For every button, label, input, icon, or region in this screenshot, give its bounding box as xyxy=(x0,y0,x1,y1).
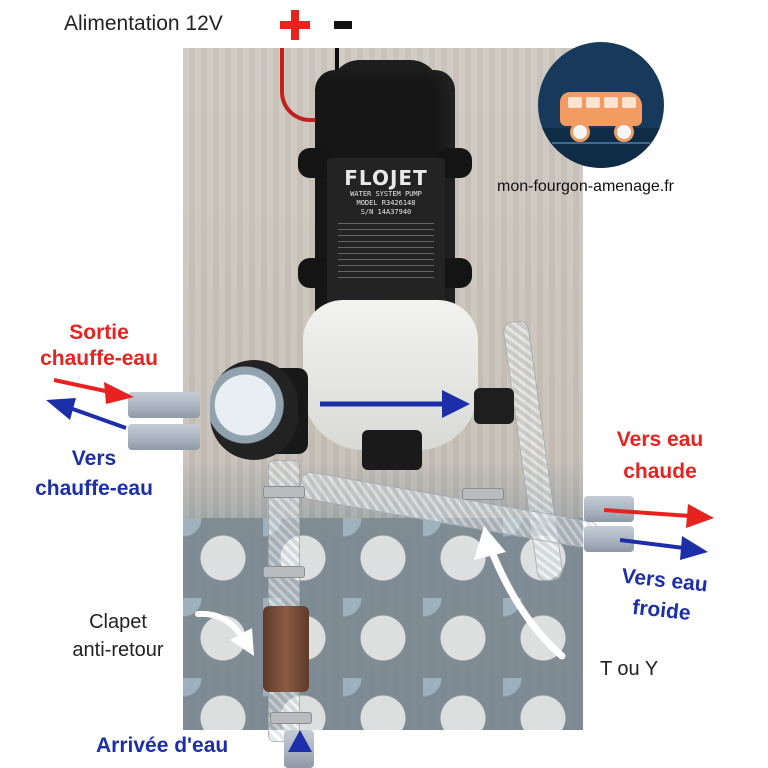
label-line: Vers xyxy=(71,447,117,470)
label-line: chauffe-eau xyxy=(35,477,153,500)
hose-inlet xyxy=(268,460,300,742)
pointer-tee xyxy=(474,526,566,660)
label-tee: T ou Y xyxy=(600,658,659,680)
label-line: anti-retour xyxy=(72,639,164,661)
arrow-pump-flow xyxy=(320,390,470,418)
van-window xyxy=(604,97,618,108)
pump-head xyxy=(303,300,478,450)
label-line: chaude xyxy=(623,460,697,483)
pump-base xyxy=(362,430,422,470)
pump-label-line: WATER SYSTEM PUMP xyxy=(350,190,422,198)
label-line: chauffe-eau xyxy=(40,347,158,370)
logo-ground-line xyxy=(552,142,650,144)
pointer-check-valve xyxy=(195,610,254,656)
site-url: mon-fourgon-amenage.fr xyxy=(497,178,674,195)
label-clapet-anti-retour: Clapet anti-retour xyxy=(56,608,180,664)
label-sortie-chauffe-eau: Sortie chauffe-eau xyxy=(24,320,174,372)
pump-label-line: MODEL R3426148 xyxy=(356,199,416,207)
power-label: Alimentation 12V xyxy=(64,12,223,35)
van-window xyxy=(586,97,600,108)
logo-road xyxy=(538,128,664,168)
hot-return-pipe xyxy=(128,392,200,418)
pump-outlet-fitting xyxy=(474,388,514,424)
van-window xyxy=(622,97,636,108)
van-window xyxy=(568,97,582,108)
pump-label-plate: FLOJET WATER SYSTEM PUMP MODEL R3426148 … xyxy=(327,158,445,308)
pump-label-fine-print xyxy=(338,223,434,283)
arrow-water-inlet xyxy=(288,730,312,752)
black-power-wire xyxy=(335,48,359,78)
van-wheel xyxy=(570,122,590,142)
site-logo xyxy=(538,42,664,168)
arrow-to-heater xyxy=(46,398,127,430)
floor-tiles xyxy=(183,518,583,730)
label-line: Sortie xyxy=(69,321,129,344)
heater-feed-pipe xyxy=(128,424,200,450)
pump-label-line: S/N 14A37940 xyxy=(360,208,412,216)
inlet-filter xyxy=(210,360,298,460)
pump-brand: FLOJET xyxy=(344,166,428,190)
hose-clamp xyxy=(270,712,312,724)
label-line: Clapet xyxy=(89,611,147,633)
arrow-hot-out xyxy=(603,504,714,528)
red-power-wire xyxy=(280,48,324,122)
plus-icon xyxy=(280,10,310,40)
arrow-hot-in xyxy=(53,378,134,404)
label-arrivee-eau: Arrivée d'eau xyxy=(96,734,229,757)
check-valve xyxy=(263,606,309,692)
label-vers-chauffe-eau: Vers chauffe-eau xyxy=(14,444,174,504)
van-wheel xyxy=(614,122,634,142)
hose-clamp xyxy=(462,488,504,500)
arrow-cold-out xyxy=(619,536,708,560)
hose-clamp xyxy=(263,566,305,578)
minus-icon xyxy=(334,21,352,29)
label-vers-eau-chaude: Vers eau chaude xyxy=(592,424,728,488)
hose-clamp xyxy=(263,486,305,498)
label-line: Vers eau xyxy=(616,428,704,451)
